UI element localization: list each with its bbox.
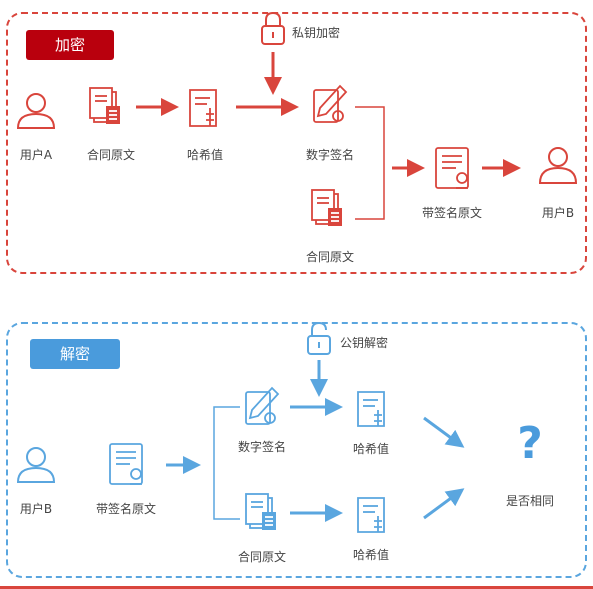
contract-label-3: 合同原文 bbox=[237, 550, 287, 564]
lock-icon bbox=[261, 11, 285, 45]
hash-label: 哈希值 bbox=[186, 148, 224, 162]
encrypt-tag: 加密 bbox=[26, 30, 114, 60]
contract-label: 合同原文 bbox=[86, 148, 136, 162]
user-b-label: 用户B bbox=[541, 206, 575, 220]
decrypt-split-line bbox=[213, 406, 240, 520]
hash-icon bbox=[189, 89, 217, 127]
signature-label-2: 数字签名 bbox=[237, 440, 287, 454]
user-b-icon-2 bbox=[16, 447, 56, 483]
hash-icon-2 bbox=[357, 391, 385, 427]
public-key-label: 公钥解密 bbox=[340, 336, 389, 350]
signature-icon-2 bbox=[245, 386, 280, 425]
signature-icon bbox=[313, 84, 348, 123]
hash-label-2: 哈希值 bbox=[352, 442, 390, 456]
encrypt-merge-line bbox=[355, 106, 385, 220]
question-mark-icon: ? bbox=[517, 418, 543, 469]
signed-doc-label-2: 带签名原文 bbox=[95, 502, 157, 516]
encrypt-arrows bbox=[136, 52, 521, 177]
signed-doc-icon bbox=[435, 147, 469, 189]
contract-doc-icon-3 bbox=[245, 493, 276, 530]
contract-label-2: 合同原文 bbox=[305, 250, 355, 264]
user-b-icon bbox=[538, 147, 578, 184]
hash-label-3: 哈希值 bbox=[352, 548, 390, 562]
decrypt-tag: 解密 bbox=[30, 339, 120, 369]
user-b-label-2: 用户B bbox=[19, 502, 53, 516]
hash-icon-3 bbox=[357, 497, 385, 533]
signature-label: 数字签名 bbox=[305, 148, 355, 162]
user-a-icon bbox=[16, 93, 56, 129]
same-label: 是否相同 bbox=[505, 494, 555, 508]
user-a-label: 用户A bbox=[19, 148, 53, 162]
bottom-accent-bar bbox=[0, 586, 593, 589]
signed-doc-label: 带签名原文 bbox=[421, 206, 483, 220]
decrypt-arrows bbox=[166, 360, 465, 522]
contract-doc-icon-2 bbox=[311, 189, 342, 226]
unlock-icon bbox=[307, 321, 331, 355]
decryption-panel bbox=[6, 322, 587, 578]
encryption-panel bbox=[6, 12, 587, 274]
private-key-label: 私钥加密 bbox=[292, 26, 341, 40]
signed-doc-icon-2 bbox=[109, 443, 143, 485]
contract-doc-icon bbox=[89, 87, 120, 124]
